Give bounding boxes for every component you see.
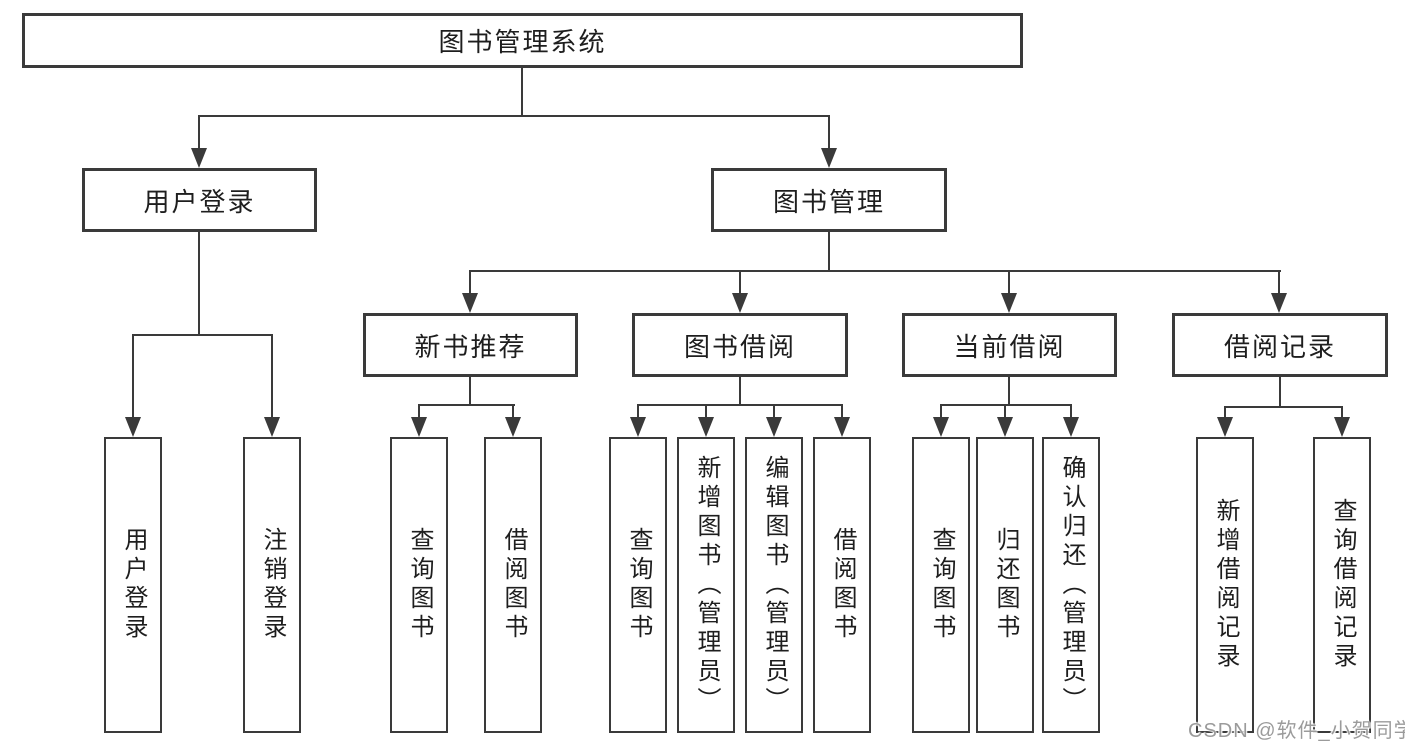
leaf-rec-query-book: 查询图书: [390, 437, 448, 733]
arrow-to-book-borrow: [732, 270, 748, 313]
arrow-to-book-mgmt: [821, 115, 837, 168]
leaf-br-query-record: 查询借阅记录: [1313, 437, 1371, 733]
leaf-bb-query-book-label: 查询图书: [625, 527, 652, 643]
leaf-br-query-record-label: 查询借阅记录: [1329, 498, 1356, 672]
arrow-to-cb-confirm-return: [1063, 404, 1079, 437]
arrow-to-rec-query-book: [411, 404, 427, 437]
leaf-cb-confirm-return: 确认归还（管理员）: [1042, 437, 1100, 733]
leaf-rec-borrow-book: 借阅图书: [484, 437, 542, 733]
csdn-watermark: CSDN @软件_小贺同学: [1188, 720, 1405, 742]
connector-level2-rail: [198, 115, 830, 117]
leaf-bb-edit-book-label: 编辑图书（管理员）: [761, 454, 788, 716]
leaf-bb-edit-book: 编辑图书（管理员）: [745, 437, 803, 733]
leaf-cb-confirm-return-label: 确认归还（管理员）: [1058, 454, 1085, 716]
arrow-to-bb-edit-book: [766, 404, 782, 437]
leaf-bb-borrow-book: 借阅图书: [813, 437, 871, 733]
node-current-borrow-label: 当前借阅: [953, 331, 1066, 362]
connector-user-login-rail: [132, 334, 273, 336]
arrow-to-bb-borrow-book: [834, 404, 850, 437]
leaf-cb-query-book: 查询图书: [912, 437, 970, 733]
leaf-rec-query-book-label: 查询图书: [406, 527, 433, 643]
connector-book-borrow-rail: [637, 404, 842, 406]
arrow-to-borrow-records: [1271, 270, 1287, 313]
arrow-to-rec-borrow-book: [505, 404, 521, 437]
arrow-to-cb-return-book: [997, 404, 1013, 437]
node-root: 图书管理系统: [22, 13, 1023, 68]
arrow-to-br-query-record: [1334, 406, 1350, 437]
node-borrow-records: 借阅记录: [1172, 313, 1388, 377]
connector-user-login-stub: [198, 232, 200, 336]
connector-root-stub: [521, 68, 523, 117]
leaf-logout: 注销登录: [243, 437, 301, 733]
node-user-login: 用户登录: [82, 168, 317, 232]
connector-borrow-records-stub: [1279, 377, 1281, 408]
leaf-user-login-label: 用户登录: [120, 527, 147, 643]
arrow-to-new-book-rec: [462, 270, 478, 313]
connector-current-borrow-rail: [940, 404, 1072, 406]
arrow-to-current-borrow: [1001, 270, 1017, 313]
connector-book-borrow-stub: [739, 377, 741, 406]
connector-borrow-records-rail: [1224, 406, 1343, 408]
leaf-bb-add-book: 新增图书（管理员）: [677, 437, 735, 733]
arrow-to-leaf-user-login: [125, 334, 141, 437]
node-borrow-records-label: 借阅记录: [1223, 331, 1336, 362]
node-book-borrow-label: 图书借阅: [683, 331, 796, 362]
leaf-bb-borrow-book-label: 借阅图书: [829, 527, 856, 643]
connector-new-book-rec-stub: [469, 377, 471, 406]
leaf-cb-query-book-label: 查询图书: [928, 527, 955, 643]
leaf-cb-return-book: 归还图书: [976, 437, 1034, 733]
leaf-cb-return-book-label: 归还图书: [992, 527, 1019, 643]
node-book-mgmt-label: 图书管理: [772, 186, 885, 217]
node-new-book-rec: 新书推荐: [363, 313, 578, 377]
leaf-user-login: 用户登录: [104, 437, 162, 733]
arrow-to-user-login: [191, 115, 207, 168]
node-root-label: 图书管理系统: [438, 27, 607, 57]
leaf-bb-query-book: 查询图书: [609, 437, 667, 733]
node-user-login-label: 用户登录: [143, 186, 256, 217]
node-book-borrow: 图书借阅: [632, 313, 848, 377]
arrow-to-bb-query-book: [630, 404, 646, 437]
leaf-br-add-record-label: 新增借阅记录: [1212, 498, 1239, 672]
connector-current-borrow-stub: [1008, 377, 1010, 406]
arrow-to-br-add-record: [1217, 406, 1233, 437]
node-new-book-rec-label: 新书推荐: [414, 331, 527, 362]
connector-book-mgmt-stub: [828, 232, 830, 272]
connector-book-mgmt-rail: [469, 270, 1281, 272]
arrow-to-leaf-logout: [264, 334, 280, 437]
connector-new-book-rec-rail: [418, 404, 515, 406]
node-book-mgmt: 图书管理: [711, 168, 947, 232]
leaf-logout-label: 注销登录: [259, 527, 286, 643]
leaf-rec-borrow-book-label: 借阅图书: [500, 527, 527, 643]
arrow-to-bb-add-book: [698, 404, 714, 437]
arrow-to-cb-query-book: [933, 404, 949, 437]
node-current-borrow: 当前借阅: [902, 313, 1117, 377]
leaf-br-add-record: 新增借阅记录: [1196, 437, 1254, 733]
leaf-bb-add-book-label: 新增图书（管理员）: [693, 454, 720, 716]
